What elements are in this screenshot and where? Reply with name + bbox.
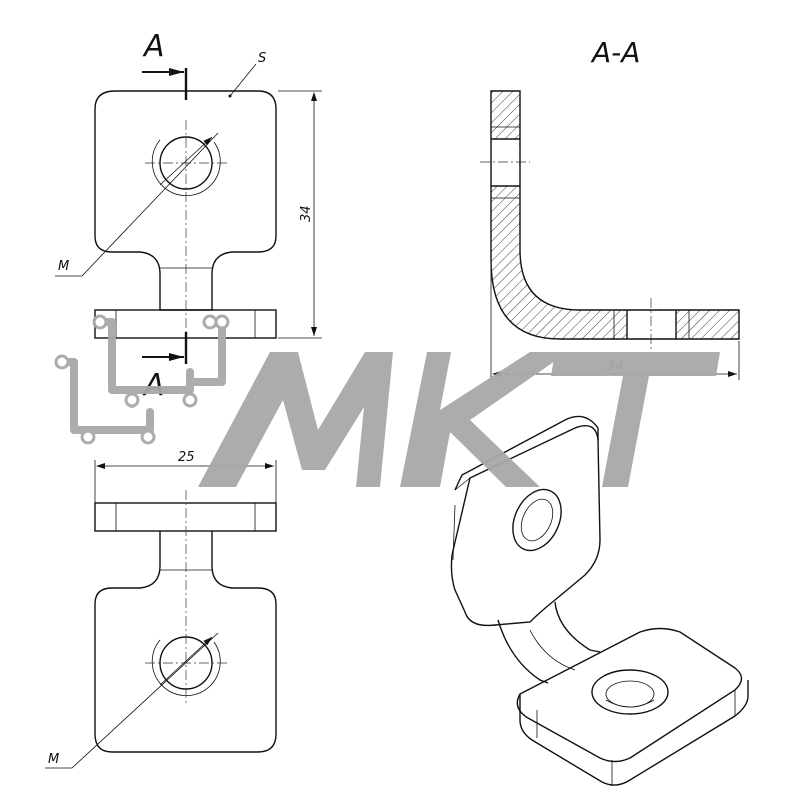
bottom-width-dim-text: 25 xyxy=(178,450,195,465)
watermark-letter-k xyxy=(400,352,568,487)
section-view: A-A 34 xyxy=(480,36,740,380)
surface-leader xyxy=(229,63,257,97)
front-plate-outline xyxy=(94,90,277,311)
cut-label-bottom: A xyxy=(142,368,165,403)
watermark-letter-t xyxy=(551,352,720,487)
iso-lower-hole-outer xyxy=(591,669,669,715)
section-hole-horizontal xyxy=(627,311,676,338)
section-hole-vertical xyxy=(492,139,519,186)
section-l-profile xyxy=(490,90,740,340)
bottom-view: 25 M xyxy=(45,450,277,769)
iso-lower-plate-side xyxy=(519,680,749,786)
front-thread-label: M xyxy=(58,259,69,274)
bottom-thread-leader xyxy=(45,632,219,769)
watermark xyxy=(54,314,720,487)
iso-upper-hole-outer xyxy=(512,488,562,552)
iso-bend xyxy=(497,601,601,684)
front-thread-leader xyxy=(55,132,219,277)
iso-upper-plate-face xyxy=(450,425,601,627)
isometric-view xyxy=(450,415,749,786)
height-dim-text: 34 xyxy=(299,205,314,222)
cut-label-top: A xyxy=(142,29,165,64)
watermark-logo xyxy=(54,314,230,445)
iso-upper-plate-top xyxy=(454,415,599,491)
front-thread-arrow xyxy=(159,136,213,186)
iso-bend-tangent xyxy=(529,629,576,671)
bottom-plate-outline xyxy=(94,531,277,753)
bottom-thread-label: M xyxy=(48,752,59,767)
surface-label: S xyxy=(258,51,266,66)
iso-upper-edge-2 xyxy=(452,504,456,561)
iso-lower-plate-top xyxy=(516,627,743,763)
bottom-thread-arrow xyxy=(159,636,213,686)
iso-upper-hole-inner xyxy=(520,498,554,542)
watermark-letter-m xyxy=(198,352,393,487)
surface-dot xyxy=(228,94,232,98)
iso-lower-hole-bottom xyxy=(605,699,655,708)
section-title: A-A xyxy=(590,36,640,69)
bottom-flange xyxy=(94,502,277,532)
iso-lower-hole-inner xyxy=(605,680,655,708)
iso-upper-edge-1 xyxy=(454,477,471,491)
front-view: M S 34 A A xyxy=(55,29,322,403)
